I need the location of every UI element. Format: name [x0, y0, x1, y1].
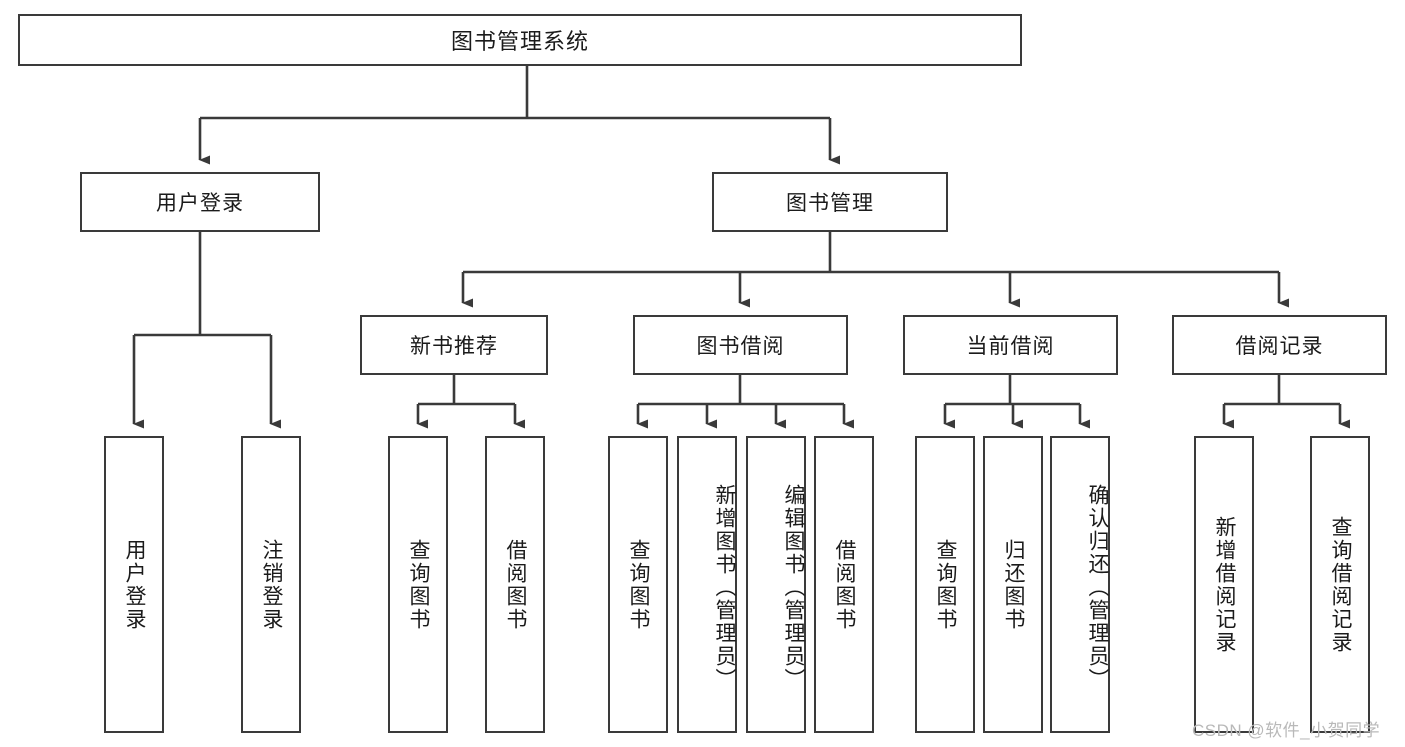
node-label: 借阅图书 — [504, 538, 528, 631]
node-label: 图书管理 — [786, 192, 874, 215]
node-leaf[interactable]: 查询图书 — [608, 436, 668, 733]
node-level3[interactable]: 借阅记录 — [1172, 315, 1387, 375]
node-label: 查询图书 — [407, 538, 431, 631]
node-level2[interactable]: 用户登录 — [80, 172, 320, 232]
node-label: 图书管理系统 — [450, 29, 589, 54]
node-label: 用户登录 — [123, 538, 147, 631]
node-label: 查询图书 — [934, 538, 958, 631]
node-label: 用户登录 — [156, 192, 244, 215]
node-level3[interactable]: 图书借阅 — [633, 315, 848, 375]
node-level3[interactable]: 当前借阅 — [903, 315, 1118, 375]
node-leaf[interactable]: 用户登录 — [104, 436, 164, 733]
node-label: 注销登录 — [260, 538, 284, 631]
node-leaf[interactable]: 借阅图书 — [485, 436, 545, 733]
node-label: 新增图书（管理员） — [713, 484, 736, 691]
node-leaf[interactable]: 编辑图书（管理员） — [746, 436, 806, 733]
node-leaf[interactable]: 新增借阅记录 — [1194, 436, 1254, 733]
node-label: 新增借阅记录 — [1213, 515, 1237, 654]
node-label: 当前借阅 — [966, 335, 1055, 358]
node-label: 借阅图书 — [833, 538, 857, 631]
node-root[interactable]: 图书管理系统 — [18, 14, 1022, 66]
node-leaf[interactable]: 查询图书 — [915, 436, 975, 733]
node-label: 查询借阅记录 — [1329, 515, 1353, 654]
node-label: 确认归还（管理员） — [1086, 484, 1109, 691]
node-leaf[interactable]: 查询图书 — [388, 436, 448, 733]
node-label: 查询图书 — [627, 538, 651, 631]
node-leaf[interactable]: 新增图书（管理员） — [677, 436, 737, 733]
node-leaf[interactable]: 归还图书 — [983, 436, 1043, 733]
node-label: 新书推荐 — [410, 335, 498, 358]
node-leaf[interactable]: 查询借阅记录 — [1310, 436, 1370, 733]
node-level3[interactable]: 新书推荐 — [360, 315, 548, 375]
node-label: 归还图书 — [1002, 538, 1026, 631]
node-label: 借阅记录 — [1235, 335, 1324, 358]
node-level2[interactable]: 图书管理 — [712, 172, 948, 232]
node-label: 编辑图书（管理员） — [782, 484, 805, 691]
csdn-watermark: CSDN @软件_小贺同学 — [1192, 721, 1381, 740]
node-leaf[interactable]: 注销登录 — [241, 436, 301, 733]
node-leaf[interactable]: 确认归还（管理员） — [1050, 436, 1110, 733]
node-label: 图书借阅 — [696, 335, 785, 358]
node-leaf[interactable]: 借阅图书 — [814, 436, 874, 733]
